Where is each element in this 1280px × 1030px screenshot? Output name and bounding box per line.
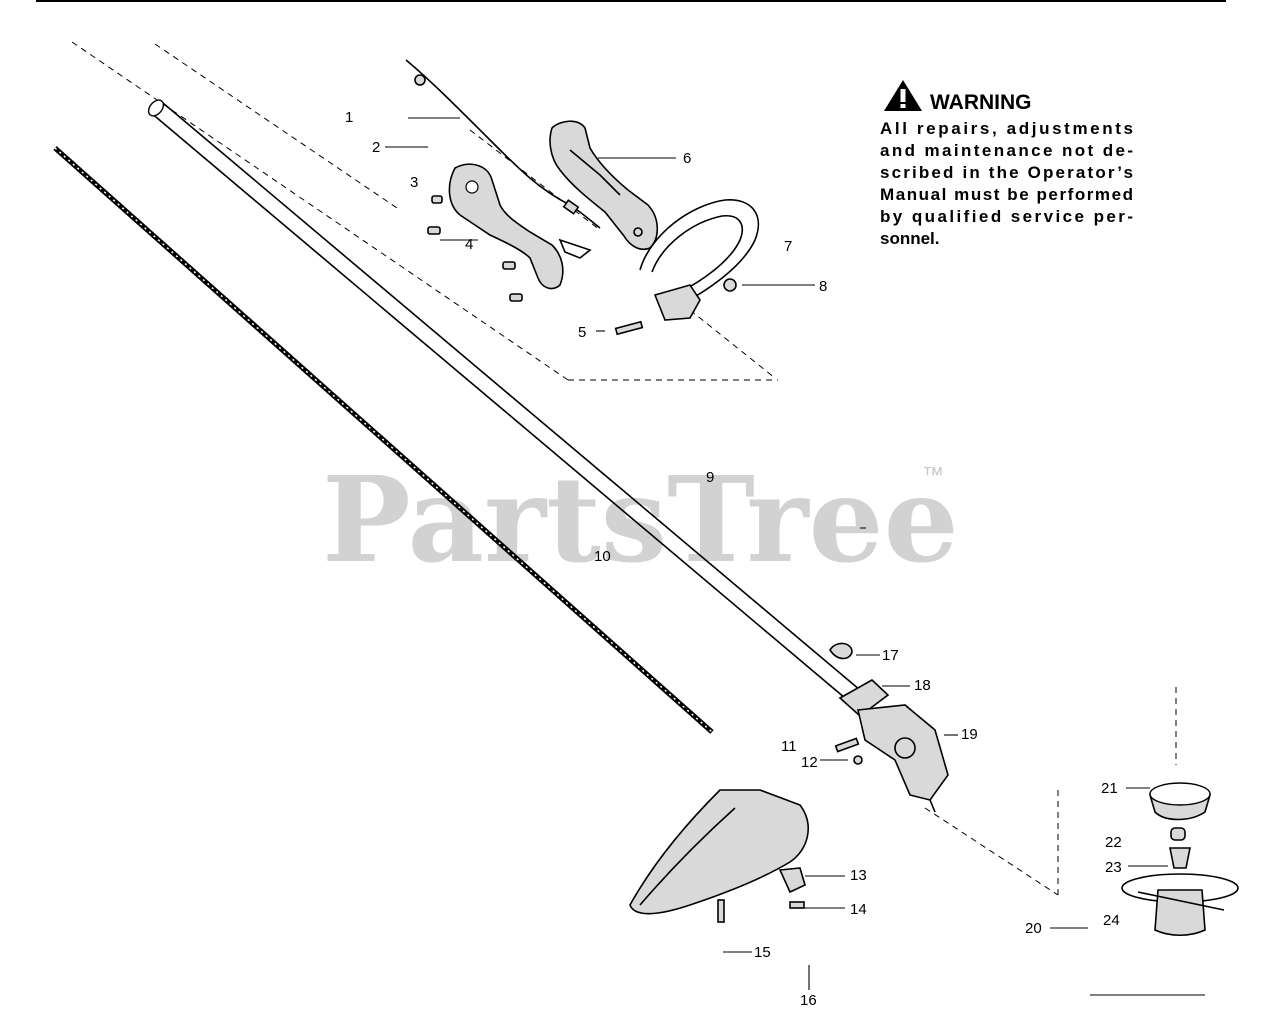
part-bolt-5 — [614, 320, 644, 336]
callout-10: 10 — [594, 548, 611, 565]
part-insert — [1169, 847, 1191, 869]
callout-17: 17 — [882, 647, 899, 664]
watermark-brand: PartsTree — [322, 450, 959, 589]
callout-numbers: 1 2 3 4 5 6 7 8 9 10 11 12 13 14 15 16 1… — [345, 109, 1122, 1009]
part-shaft-housing-tube — [147, 99, 861, 699]
callout-1: 1 — [345, 109, 353, 126]
callout-20: 20 — [1025, 920, 1042, 937]
part-nut-8 — [723, 278, 737, 292]
part-spool-cap — [1149, 782, 1211, 821]
callout-23: 23 — [1105, 859, 1122, 876]
part-handle-housing-right — [549, 120, 659, 251]
callout-9: 9 — [706, 469, 714, 486]
part-throttle-cable — [405, 59, 601, 229]
callout-14: 14 — [850, 901, 867, 918]
part-drive-shaft — [53, 146, 714, 734]
callout-11: 11 — [781, 738, 797, 755]
callout-5: 5 — [578, 324, 586, 341]
callout-12: 12 — [801, 754, 818, 771]
callout-7: 7 — [784, 238, 792, 255]
part-trimmer-head — [1121, 873, 1239, 937]
part-loop-handle — [639, 199, 760, 321]
callout-3: 3 — [410, 174, 418, 191]
part-spring — [1170, 827, 1186, 841]
warning-notice: WARNING All repairs, adjustments and mai… — [880, 80, 1133, 248]
warning-line-6: sonnel. — [880, 229, 940, 248]
callout-4: 4 — [465, 236, 473, 253]
part-bolt-12 — [834, 737, 863, 765]
callout-15: 15 — [754, 944, 771, 961]
callout-6: 6 — [683, 150, 691, 167]
watermark-trademark: ™ — [922, 462, 944, 487]
warning-line-4: Manual must be performed — [880, 185, 1133, 204]
part-screws-4 — [427, 195, 523, 302]
warning-triangle-icon — [884, 80, 922, 111]
callout-13: 13 — [850, 867, 867, 884]
callout-2: 2 — [372, 139, 380, 156]
part-handle-housing-left — [448, 163, 592, 290]
warning-line-2: and maintenance not de- — [880, 141, 1133, 160]
leader-lines — [385, 117, 1205, 996]
part-clamp — [838, 679, 890, 718]
callout-19: 19 — [961, 726, 978, 743]
warning-line-1: All repairs, adjustments — [880, 119, 1133, 138]
callout-16: 16 — [800, 992, 817, 1009]
part-wing-bolt — [829, 642, 853, 660]
callout-21: 21 — [1101, 780, 1118, 797]
part-gear-head — [857, 704, 949, 813]
warning-line-5: by qualified service per- — [880, 207, 1133, 226]
assembly-guides — [71, 41, 1177, 896]
part-grass-shield — [629, 789, 809, 923]
warning-title: WARNING — [930, 91, 1032, 114]
callout-22: 22 — [1105, 834, 1122, 851]
callout-8: 8 — [819, 278, 827, 295]
callout-18: 18 — [914, 677, 931, 694]
callout-24: 24 — [1103, 912, 1120, 929]
warning-line-3: scribed in the Operator’s — [880, 163, 1133, 182]
